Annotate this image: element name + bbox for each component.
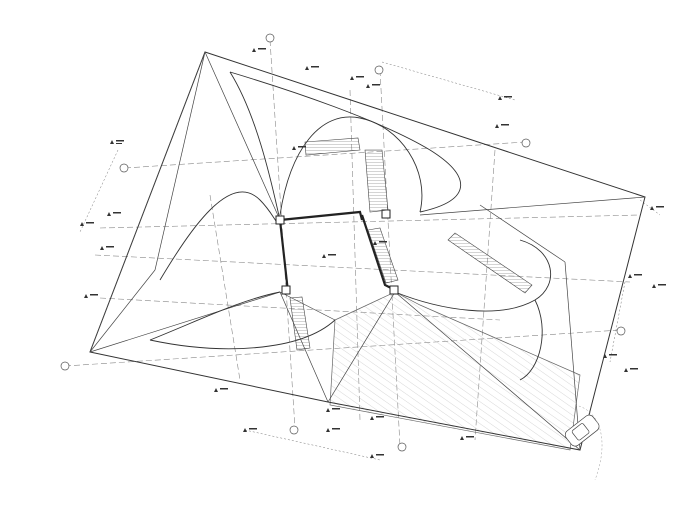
grid-bubble (60, 361, 70, 371)
stair-upper (304, 137, 361, 156)
grid-bubble (374, 65, 384, 75)
stair-right (367, 227, 399, 284)
grid-bubble (265, 33, 275, 43)
grid-bubble (397, 442, 407, 452)
wall-posts (275, 209, 399, 295)
grid-bubble (616, 326, 626, 336)
grid-bubble (119, 163, 129, 173)
elevation-markers (80, 48, 666, 458)
grid-bubble (289, 425, 299, 435)
grid-bubble (521, 138, 531, 148)
stair-middle (364, 149, 389, 213)
driveway-arc (574, 404, 603, 481)
parked-car-icon (564, 414, 600, 447)
ramp (447, 232, 533, 294)
grid-bubbles (60, 33, 626, 452)
stair-lower (289, 296, 311, 351)
stairs (289, 137, 399, 351)
